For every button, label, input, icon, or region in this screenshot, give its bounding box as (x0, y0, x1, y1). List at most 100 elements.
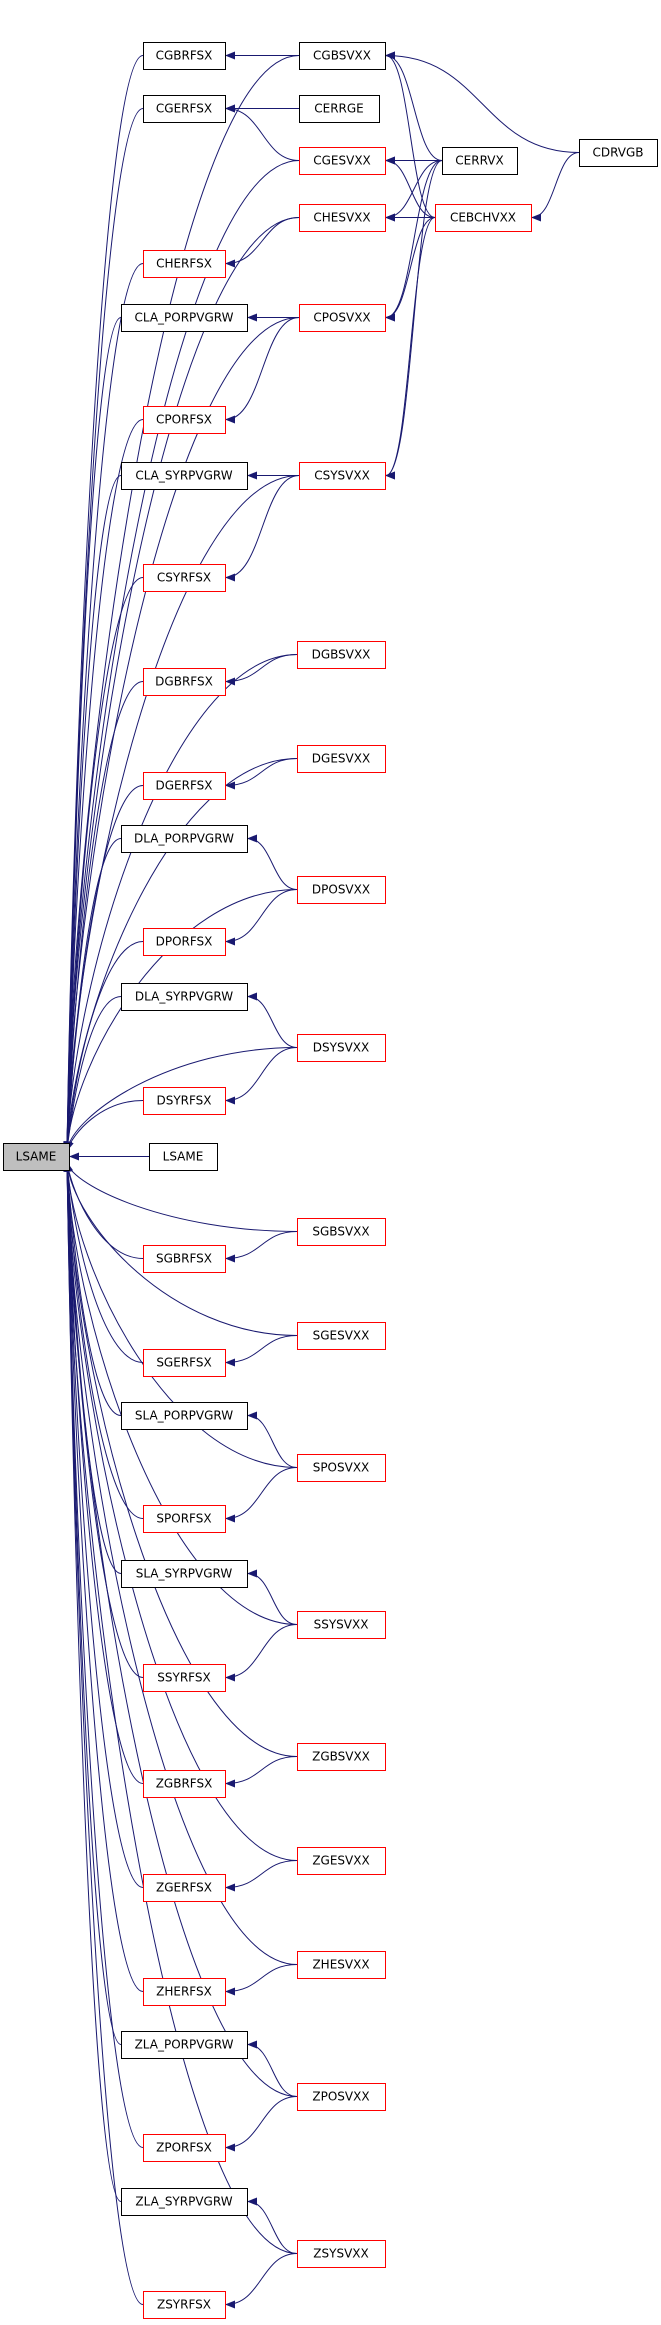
node-label-zla-syrpvgrw: ZLA_SYRPVGRW (135, 2195, 232, 2209)
node-label-sla-porpvgrw: SLA_PORPVGRW (135, 1409, 233, 1423)
node-box-dgesvxx (297, 745, 386, 773)
edge-zgesvxx-to-zgerfsx (225, 1860, 298, 1892)
node-dsysvxx[interactable]: DSYSVXX (297, 1034, 386, 1062)
node-label-cgerfsx: CGERFSX (156, 102, 212, 116)
node-box-cgesvxx (299, 147, 386, 175)
node-cdrvgb[interactable]: CDRVGB (579, 139, 658, 167)
node-label-sposvxx: SPOSVXX (313, 1461, 370, 1475)
edge-cdrvgb-to-cgbsvxx (385, 51, 580, 153)
node-cebchvxx[interactable]: CEBCHVXX (435, 204, 532, 232)
node-sgbsvxx[interactable]: SGBSVXX (297, 1218, 386, 1246)
node-label-cposvxx: CPOSVXX (313, 311, 370, 325)
node-label-dsysvxx: DSYSVXX (313, 1041, 369, 1055)
edge-cposvxx-to-cporfsx (225, 317, 300, 424)
node-dgesvxx[interactable]: DGESVXX (297, 745, 386, 773)
node-ssyrfsx[interactable]: SSYRFSX (143, 1664, 226, 1692)
node-csysvxx[interactable]: CSYSVXX (299, 462, 386, 490)
edge-dgbsvxx-to-dgbrfsx (225, 654, 298, 686)
node-zgerfsx[interactable]: ZGERFSX (143, 1874, 226, 1902)
node-box-dporfsx (143, 928, 226, 956)
node-sgerfsx[interactable]: SGERFSX (143, 1349, 226, 1377)
node-dposvxx[interactable]: DPOSVXX (297, 876, 386, 904)
node-box-lsame-root (3, 1143, 70, 1171)
node-zporfsx[interactable]: ZPORFSX (143, 2134, 226, 2162)
node-cgbsvxx[interactable]: CGBSVXX (299, 42, 386, 70)
edge-ssysvxx-to-ssyrfsx (225, 1624, 298, 1682)
node-label-zla-porpvgrw: ZLA_PORPVGRW (135, 2038, 234, 2052)
node-box-zgesvxx (297, 1847, 386, 1875)
node-label-lsame-self: LSAME (163, 1150, 204, 1164)
node-lsame-self[interactable]: LSAME (149, 1143, 218, 1171)
edge-dgbrfsx-to-lsame-root (63, 681, 144, 1152)
node-dgbsvxx[interactable]: DGBSVXX (297, 641, 386, 669)
node-zla-syrpvgrw[interactable]: ZLA_SYRPVGRW (121, 2188, 248, 2216)
node-dporfsx[interactable]: DPORFSX (143, 928, 226, 956)
node-sla-syrpvgrw[interactable]: SLA_SYRPVGRW (121, 1560, 248, 1588)
node-csyrfsx[interactable]: CSYRFSX (143, 564, 226, 592)
node-label-dla-porpvgrw: DLA_PORPVGRW (134, 832, 234, 846)
node-label-cerrge: CERRGE (314, 102, 364, 116)
node-cgesvxx[interactable]: CGESVXX (299, 147, 386, 175)
node-box-zherfsx (143, 1978, 226, 2006)
edge-zgbsvxx-to-lsame-root (63, 1161, 298, 1757)
node-dla-syrpvgrw[interactable]: DLA_SYRPVGRW (121, 983, 248, 1011)
node-sgesvxx[interactable]: SGESVXX (297, 1322, 386, 1350)
node-sporfsx[interactable]: SPORFSX (143, 1505, 226, 1533)
node-zgbrfsx[interactable]: ZGBRFSX (143, 1770, 226, 1798)
edge-dposvxx-to-dla-porpvgrw (247, 834, 298, 890)
node-cerrge[interactable]: CERRGE (299, 95, 380, 123)
node-zgbsvxx[interactable]: ZGBSVXX (297, 1743, 386, 1771)
node-zgesvxx[interactable]: ZGESVXX (297, 1847, 386, 1875)
node-label-sgerfsx: SGERFSX (156, 1356, 211, 1370)
node-dla-porpvgrw[interactable]: DLA_PORPVGRW (121, 825, 248, 853)
node-sgbrfsx[interactable]: SGBRFSX (143, 1245, 226, 1273)
node-cla-porpvgrw[interactable]: CLA_PORPVGRW (121, 304, 248, 332)
node-box-sgbrfsx (143, 1245, 226, 1273)
node-box-cherfsx (143, 250, 226, 278)
node-zherfsx[interactable]: ZHERFSX (143, 1978, 226, 2006)
node-label-csyrfsx: CSYRFSX (157, 571, 211, 585)
node-label-cgesvxx: CGESVXX (313, 154, 371, 168)
node-ssysvxx[interactable]: SSYSVXX (297, 1611, 386, 1639)
node-cgerfsx[interactable]: CGERFSX (143, 95, 226, 123)
edge-sposvxx-to-lsame-root (63, 1161, 298, 1468)
node-cla-syrpvgrw[interactable]: CLA_SYRPVGRW (121, 462, 248, 490)
node-cporfsx[interactable]: CPORFSX (143, 406, 226, 434)
edge-zsyrfsx-to-lsame-root (63, 1161, 144, 2305)
edge-dla-syrpvgrw-to-lsame-root (64, 996, 122, 1152)
edge-zgbsvxx-to-zgbrfsx (225, 1756, 298, 1788)
edge-cdrvgb-to-cebchvxx (531, 152, 580, 222)
node-box-csysvxx (299, 462, 386, 490)
node-zsysvxx[interactable]: ZSYSVXX (297, 2240, 386, 2268)
node-dsyrfsx[interactable]: DSYRFSX (143, 1087, 226, 1115)
node-box-sposvxx (297, 1454, 386, 1482)
node-box-zgbsvxx (297, 1743, 386, 1771)
edge-cebchvxx-to-cgbsvxx (385, 51, 436, 218)
node-box-zgbrfsx (143, 1770, 226, 1798)
node-box-dla-porpvgrw (121, 825, 248, 853)
node-zposvxx[interactable]: ZPOSVXX (297, 2083, 386, 2111)
node-zla-porpvgrw[interactable]: ZLA_PORPVGRW (121, 2031, 248, 2059)
node-label-zgbrfsx: ZGBRFSX (156, 1777, 213, 1791)
node-box-cerrge (299, 95, 380, 123)
edge-cgesvxx-to-cgerfsx (225, 104, 300, 161)
node-sposvxx[interactable]: SPOSVXX (297, 1454, 386, 1482)
node-zhesvxx[interactable]: ZHESVXX (297, 1951, 386, 1979)
node-sla-porpvgrw[interactable]: SLA_PORPVGRW (121, 1402, 248, 1430)
node-cposvxx[interactable]: CPOSVXX (299, 304, 386, 332)
node-zsyrfsx[interactable]: ZSYRFSX (143, 2291, 226, 2319)
node-label-sgesvxx: SGESVXX (313, 1329, 370, 1343)
node-label-zsyrfsx: ZSYRFSX (157, 2298, 211, 2312)
node-box-zla-porpvgrw (121, 2031, 248, 2059)
edge-cla-porpvgrw-to-lsame-root (63, 317, 122, 1152)
node-cerrvx[interactable]: CERRVX (442, 147, 518, 175)
node-box-sgbsvxx (297, 1218, 386, 1246)
node-dgerfsx[interactable]: DGERFSX (143, 772, 226, 800)
node-cgbrfsx[interactable]: CGBRFSX (143, 42, 226, 70)
node-label-sla-syrpvgrw: SLA_SYRPVGRW (136, 1567, 233, 1581)
edge-zsysvxx-to-zsyrfsx (225, 2253, 298, 2309)
node-dgbrfsx[interactable]: DGBRFSX (143, 668, 226, 696)
node-cherfsx[interactable]: CHERFSX (143, 250, 226, 278)
edge-sgbsvxx-to-lsame-root (65, 1161, 298, 1232)
node-chesvxx[interactable]: CHESVXX (299, 204, 386, 232)
